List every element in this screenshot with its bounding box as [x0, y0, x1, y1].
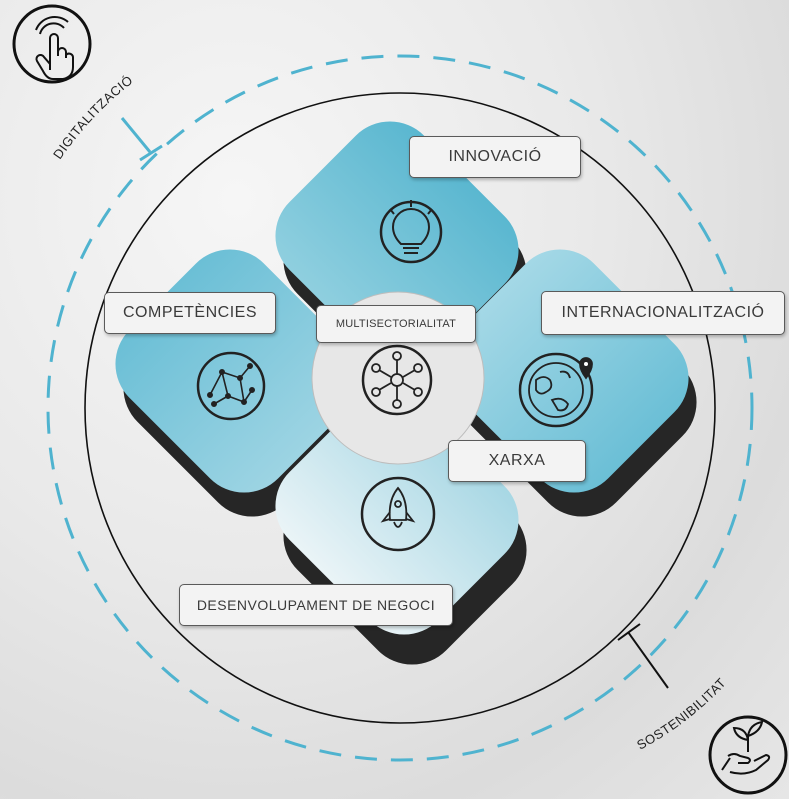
petal-top — [275, 121, 519, 365]
label-competencies: COMPETÈNCIES — [104, 292, 276, 334]
label-multisectorialitat: MULTISECTORIALITAT — [316, 305, 476, 343]
lightbulb-icon — [379, 200, 443, 264]
dashed-ring — [46, 54, 754, 762]
digitalitzacio-tick-cap — [139, 144, 163, 162]
hub-nodes-icon — [361, 344, 433, 416]
sostenibilitat-tick — [627, 631, 669, 689]
label-innovacio: INNOVACIÓ — [409, 136, 581, 178]
digitalitzacio-tick — [120, 117, 152, 153]
label-xarxa: XARXA — [448, 440, 586, 482]
globe-pin-icon — [518, 352, 594, 428]
solid-ring — [84, 92, 716, 724]
plant-in-hand-icon — [708, 715, 788, 795]
sostenibilitat-label: SOSTENIBILITAT — [634, 675, 729, 753]
network-mesh-icon — [196, 351, 266, 421]
sostenibilitat-tick-cap — [617, 623, 641, 641]
label-internacionalitzacio: INTERNACIONALITZACIÓ — [541, 291, 785, 335]
label-desenvolupament: DESENVOLUPAMENT DE NEGOCI — [179, 584, 453, 626]
digitalitzacio-label: DIGITALITZACIÓ — [50, 72, 136, 161]
touch-hand-icon — [12, 4, 92, 84]
rocket-icon — [360, 476, 436, 552]
